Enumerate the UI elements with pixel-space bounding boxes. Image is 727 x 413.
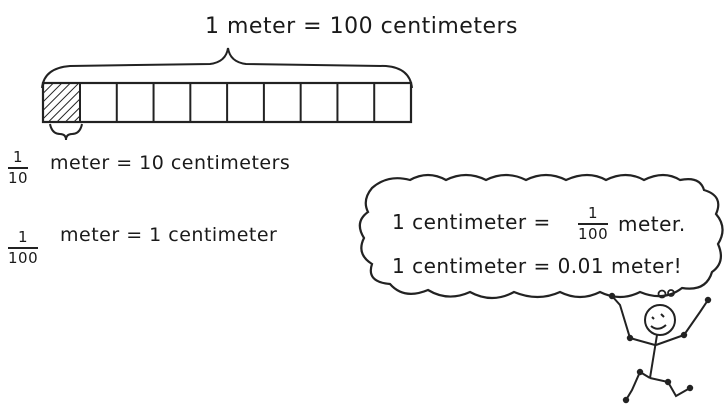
meter-bar (41, 81, 413, 124)
fraction-numerator: 1 (13, 148, 24, 166)
bubble-line-1-suffix: meter. (618, 212, 686, 236)
diagram-title: 1 meter = 100 centimeters (205, 14, 519, 39)
fraction-bar (578, 223, 609, 225)
shaded-segment (43, 84, 80, 121)
figure-right-leg (649, 377, 691, 398)
stick-figure (608, 292, 712, 404)
bar-dividers (79, 83, 376, 122)
figure-right-arm (655, 299, 709, 346)
top-brace (41, 47, 413, 89)
bubble-tail-circle (667, 289, 675, 297)
figure-left-arm (611, 295, 656, 346)
figure-head (644, 304, 676, 336)
figure-left-leg (625, 370, 651, 401)
fraction-bar (8, 247, 39, 249)
bubble-line-2: 1 centimeter = 0.01 meter! (392, 254, 683, 278)
fraction-numerator: 1 (18, 228, 29, 246)
bubble-line-1-prefix: 1 centimeter = (392, 210, 551, 234)
equation-hundredth-text: meter = 1 centimeter (60, 224, 278, 246)
bubble-tail-circle (657, 289, 667, 299)
bubble-fraction: 1 100 (578, 204, 609, 243)
fraction-denominator: 10 (8, 169, 29, 187)
thought-bubble (358, 173, 724, 300)
fraction-denominator: 100 (578, 225, 609, 243)
fraction-bar (8, 167, 29, 169)
fraction-denominator: 100 (8, 249, 39, 267)
fraction-numerator: 1 (588, 204, 599, 222)
equation-tenth-text: meter = 10 centimeters (50, 152, 291, 174)
figure-body (649, 334, 658, 379)
fraction-one-tenth: 1 10 (8, 148, 29, 187)
fraction-one-hundredth: 1 100 (8, 228, 39, 267)
small-brace (49, 123, 83, 141)
